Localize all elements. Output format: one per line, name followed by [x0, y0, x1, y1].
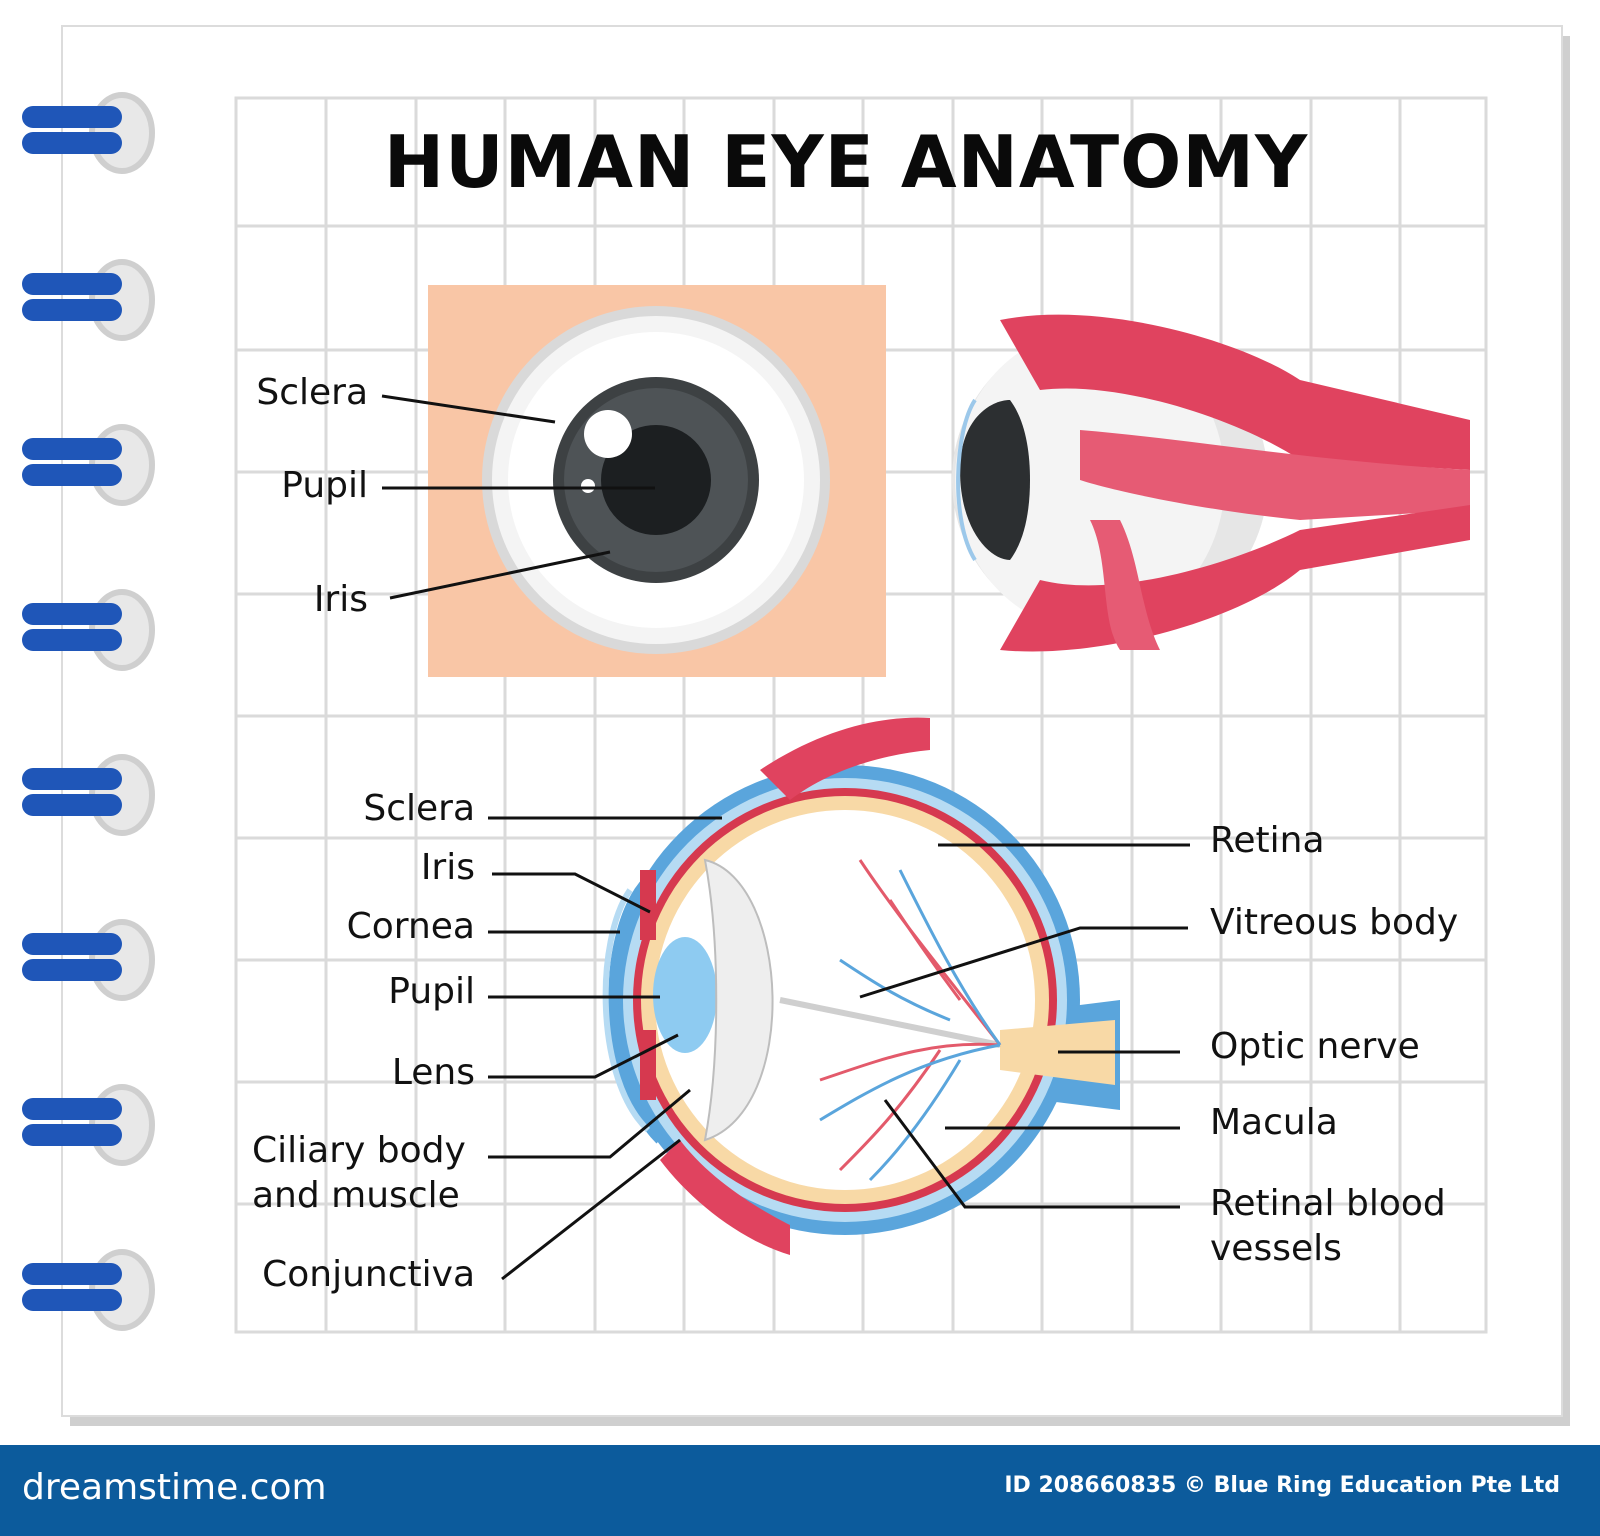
eye-illustrations	[381, 285, 1470, 1281]
label-lens: Lens	[391, 1052, 475, 1093]
label-retinal-blood-vessels: Retinal blood vessels	[1210, 1183, 1446, 1269]
page-title: HUMAN EYE ANATOMY	[383, 120, 1309, 204]
side-eye-illustration	[952, 314, 1470, 652]
footer-brand: dreamstime.com	[22, 1467, 327, 1508]
binder-ring	[22, 92, 155, 174]
label-vitreous-body: Vitreous body	[1210, 902, 1459, 943]
footer-bar: dreamstime.com ID 208660835 © Blue Ring …	[0, 1445, 1600, 1536]
label-sclera-front: Sclera	[256, 372, 368, 413]
label-retina: Retina	[1210, 820, 1325, 861]
label-sclera-section: Sclera	[363, 788, 475, 829]
label-optic-nerve: Optic nerve	[1210, 1026, 1420, 1067]
label-cornea: Cornea	[346, 906, 475, 947]
front-eye-illustration	[428, 285, 886, 677]
binder-ring	[22, 919, 155, 1001]
binder-ring	[22, 589, 155, 671]
cross-section-eye-illustration	[602, 717, 1120, 1255]
binder-ring	[22, 259, 155, 341]
label-conjunctiva: Conjunctiva	[262, 1254, 475, 1295]
binder-ring	[22, 1084, 155, 1166]
footer-credit: ID 208660835 © Blue Ring Education Pte L…	[1004, 1473, 1560, 1498]
label-pupil-section: Pupil	[388, 971, 475, 1012]
label-iris-front: Iris	[313, 579, 368, 620]
label-pupil-front: Pupil	[281, 465, 368, 506]
binder-ring	[22, 424, 155, 506]
binder-ring	[22, 754, 155, 836]
leader-lines	[381, 394, 1190, 1281]
label-macula: Macula	[1210, 1102, 1338, 1143]
label-iris-section: Iris	[420, 847, 475, 888]
label-ciliary-body: Ciliary body and muscle	[252, 1130, 466, 1216]
binder-ring	[22, 1249, 155, 1331]
